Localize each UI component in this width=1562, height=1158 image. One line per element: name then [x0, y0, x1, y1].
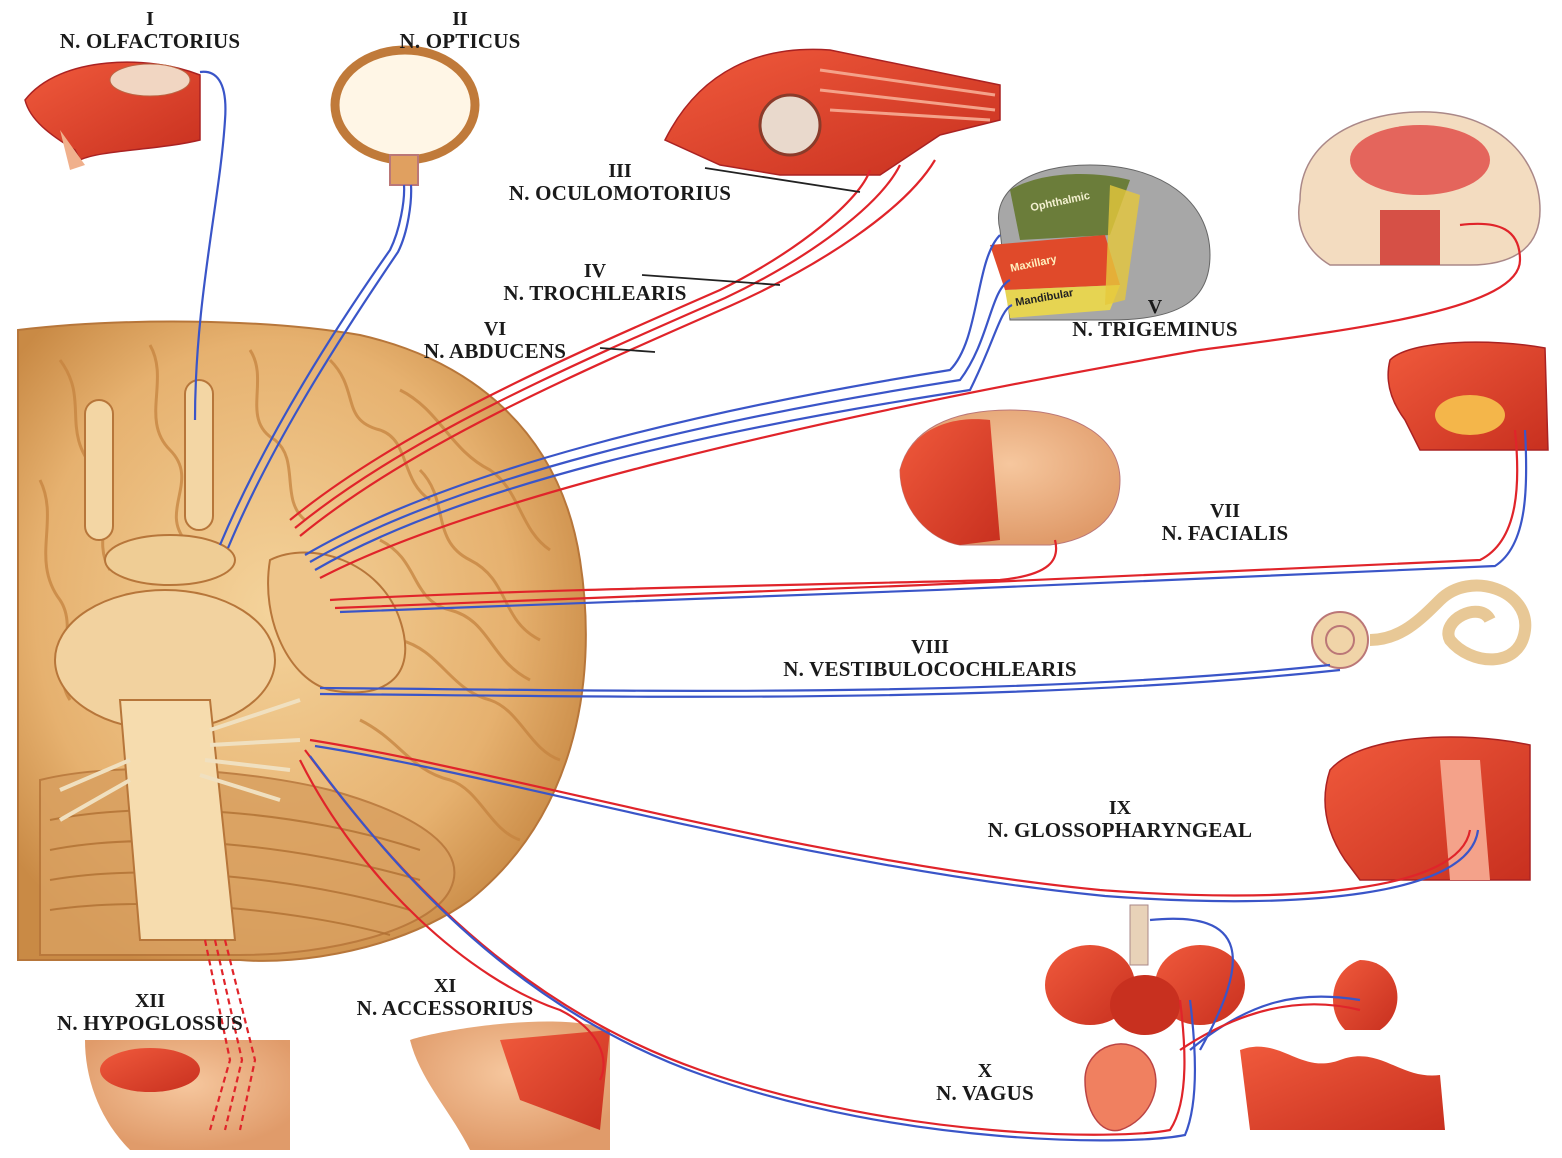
nerve-number: XI [300, 975, 590, 997]
nose-illustration [25, 62, 200, 170]
label-hypoglossus: XII N. HYPOGLOSSUS [5, 990, 295, 1034]
label-accessorius: XI N. ACCESSORIUS [300, 975, 590, 1019]
nerve-name: N. ACCESSORIUS [300, 997, 590, 1019]
nerve-name: N. OPTICUS [360, 30, 560, 52]
label-trochlearis: IV N. TROCHLEARIS [455, 260, 735, 304]
abdominal-organs-illustration [1240, 960, 1445, 1130]
nerve-number: VIII [700, 636, 1160, 658]
skull-illustration [1299, 112, 1540, 265]
nerve-name: N. TRIGEMINUS [1030, 318, 1280, 340]
nerve-number: I [10, 8, 290, 30]
nerve-number: X [900, 1060, 1070, 1082]
label-vagus: X N. VAGUS [900, 1060, 1070, 1104]
label-facialis: VII N. FACIALIS [1110, 500, 1340, 544]
nerve-name: N. FACIALIS [1110, 522, 1340, 544]
nerve-number: IX [920, 797, 1320, 819]
ear-illustration [1085, 1044, 1156, 1131]
nerve-name: N. TROCHLEARIS [455, 282, 735, 304]
label-vestibulocochlearis: VIII N. VESTIBULOCOCHLEARIS [700, 636, 1160, 680]
throat-head-illustration [1325, 737, 1530, 880]
nerve-name: N. ABDUCENS [380, 340, 610, 362]
face-muscles-illustration [900, 410, 1120, 545]
thoracic-organs-illustration [1045, 905, 1245, 1035]
nerve-number: III [450, 160, 790, 182]
nerve-number: XII [5, 990, 295, 1012]
neck-illustration [410, 1021, 610, 1150]
taste-head-illustration [1388, 342, 1548, 450]
nerve-number: VII [1110, 500, 1340, 522]
label-olfactorius: I N. OLFACTORIUS [10, 8, 290, 52]
nerve-number: II [360, 8, 560, 30]
nerve-name: N. HYPOGLOSSUS [5, 1012, 295, 1034]
nerve-name: N. GLOSSOPHARYNGEAL [920, 819, 1320, 841]
label-trigeminus: V N. TRIGEMINUS [1030, 296, 1280, 340]
brain-base [18, 322, 586, 961]
nerve-name: N. VAGUS [900, 1082, 1070, 1104]
nerve-name: N. OLFACTORIUS [10, 30, 290, 52]
label-glossopharyngeal: IX N. GLOSSOPHARYNGEAL [920, 797, 1320, 841]
label-oculomotorius: III N. OCULOMOTORIUS [450, 160, 790, 204]
label-abducens: VI N. ABDUCENS [380, 318, 610, 362]
nerve-number: IV [455, 260, 735, 282]
label-opticus: II N. OPTICUS [360, 8, 560, 52]
tongue-illustration [85, 1040, 290, 1150]
orbit-muscles-illustration [665, 49, 1000, 175]
nerve-number: VI [380, 318, 610, 340]
inner-ear-illustration [1312, 586, 1525, 668]
nerve-name: N. VESTIBULOCOCHLEARIS [700, 658, 1160, 680]
nerve-name: N. OCULOMOTORIUS [450, 182, 790, 204]
